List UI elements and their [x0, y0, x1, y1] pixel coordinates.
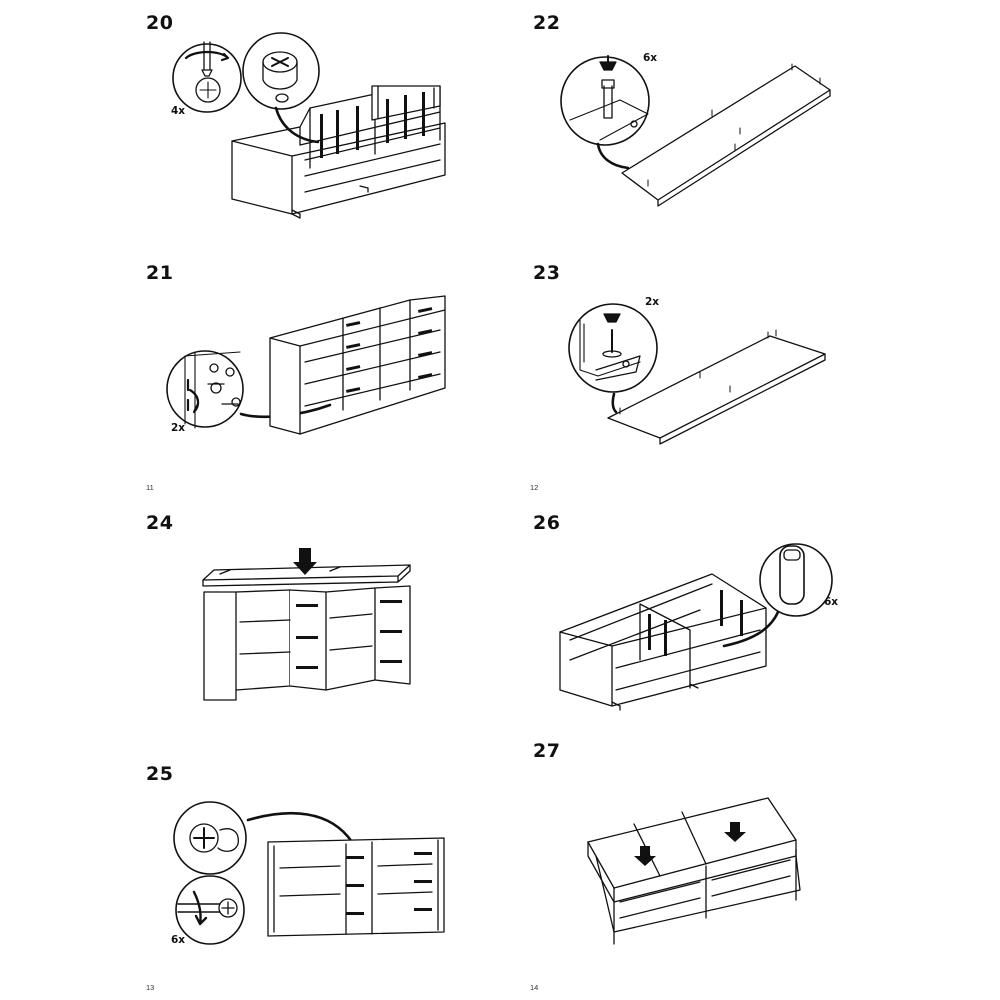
step-22-illustration — [561, 56, 830, 206]
step-22-quantity: 6x — [643, 52, 658, 64]
step-21-quantity: 2x — [171, 422, 186, 434]
step-23-illustration — [569, 304, 825, 444]
step-25-number: 25 — [146, 763, 174, 785]
step-25-illustration — [174, 802, 444, 944]
step-20-number: 20 — [146, 12, 174, 34]
page-number-14: 14 — [530, 983, 539, 992]
step-25-quantity: 6x — [171, 934, 186, 946]
step-22-number: 22 — [533, 12, 561, 34]
step-20-illustration — [173, 33, 445, 218]
step-24-number: 24 — [146, 512, 174, 534]
step-26-illustration — [560, 544, 832, 710]
page-number-12: 12 — [530, 483, 539, 492]
page-number-13: 13 — [146, 983, 155, 992]
step-23-number: 23 — [533, 262, 561, 284]
step-20-quantity: 4x — [171, 105, 186, 117]
step-21-number: 21 — [146, 262, 174, 284]
page-number-11: 11 — [146, 483, 154, 492]
step-26-number: 26 — [533, 512, 561, 534]
step-27-illustration — [588, 798, 800, 944]
step-27-number: 27 — [533, 740, 561, 762]
step-21-illustration — [167, 296, 445, 434]
step-24-illustration — [203, 548, 410, 700]
step-23-quantity: 2x — [645, 296, 660, 308]
